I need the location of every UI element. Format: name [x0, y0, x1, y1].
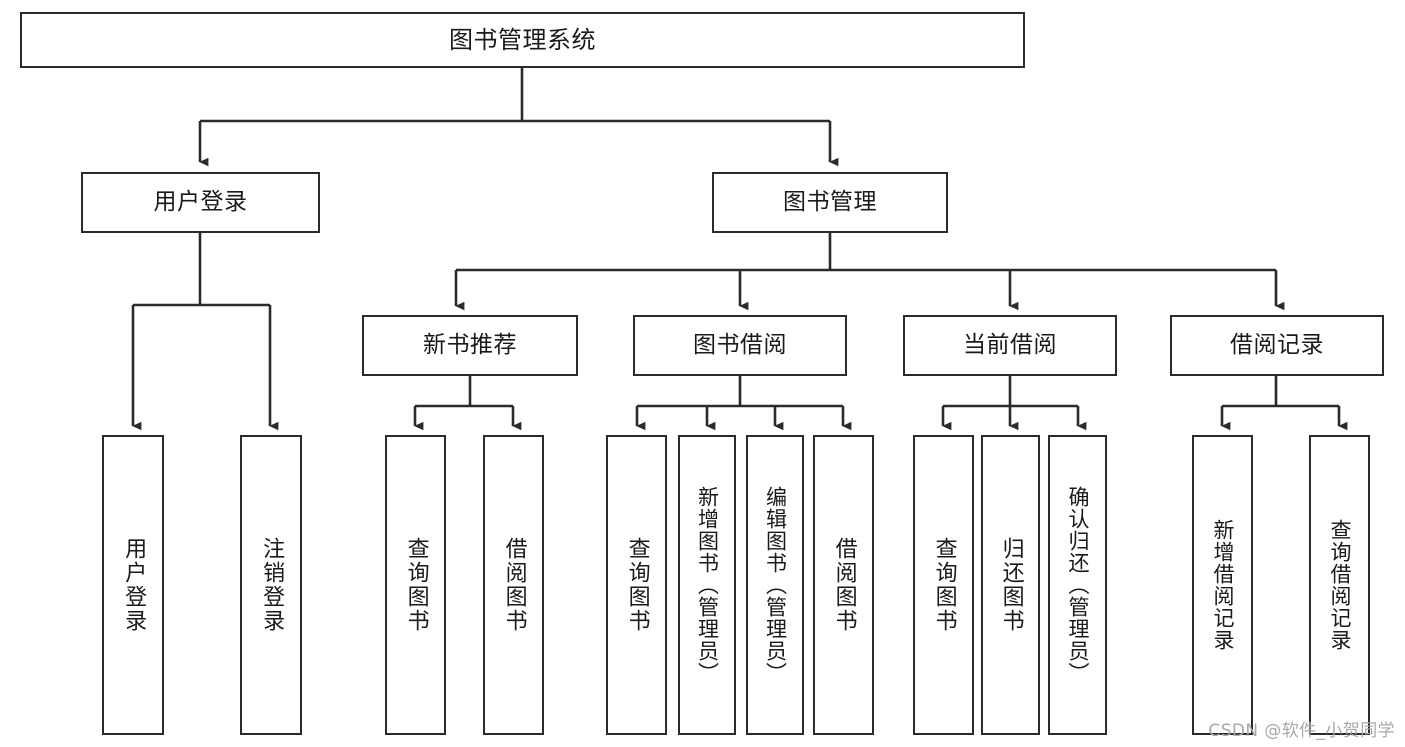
node-root-book-management-system[interactable]: 图书管理系统	[20, 12, 1025, 68]
node-label: 借阅图书	[831, 537, 857, 633]
node-book-borrowing[interactable]: 图书借阅	[633, 315, 847, 376]
node-label: 新书推荐	[423, 331, 517, 358]
node-label: 查询图书	[403, 537, 429, 633]
node-label: 用户登录	[121, 537, 147, 633]
node-label: 当前借阅	[963, 331, 1057, 358]
leaf-borrow-book-new[interactable]: 借阅图书	[483, 435, 544, 735]
leaf-confirm-return-admin[interactable]: 确认归还（管理员）	[1048, 435, 1107, 735]
leaf-logout[interactable]: 注销登录	[240, 435, 302, 735]
node-label: 查询借阅记录	[1327, 519, 1352, 651]
node-label: 新增图书（管理员）	[695, 486, 720, 684]
node-label: 查询图书	[624, 537, 650, 633]
node-label: 归还图书	[998, 537, 1024, 633]
node-current-borrowing[interactable]: 当前借阅	[903, 315, 1117, 376]
node-label: 确认归还（管理员）	[1065, 486, 1090, 684]
node-label: 借阅记录	[1230, 331, 1324, 358]
node-label: 用户登录	[153, 188, 248, 215]
node-label: 编辑图书（管理员）	[763, 486, 788, 684]
leaf-query-book-new[interactable]: 查询图书	[385, 435, 446, 735]
leaf-edit-book-admin[interactable]: 编辑图书（管理员）	[746, 435, 804, 735]
leaf-query-book-current[interactable]: 查询图书	[913, 435, 974, 735]
leaf-user-login[interactable]: 用户登录	[102, 435, 164, 735]
leaf-return-book[interactable]: 归还图书	[981, 435, 1040, 735]
node-label: 借阅图书	[501, 537, 527, 633]
node-label: 图书借阅	[693, 331, 787, 358]
node-label: 查询图书	[931, 537, 957, 633]
node-user-login[interactable]: 用户登录	[81, 172, 320, 233]
node-borrow-records[interactable]: 借阅记录	[1170, 315, 1384, 376]
node-label: 注销登录	[259, 537, 285, 633]
node-new-book-recommendation[interactable]: 新书推荐	[362, 315, 578, 376]
node-book-management[interactable]: 图书管理	[712, 172, 948, 233]
node-label: 图书管理系统	[449, 25, 596, 54]
leaf-query-borrow-record[interactable]: 查询借阅记录	[1309, 435, 1370, 735]
leaf-query-book-borrow[interactable]: 查询图书	[606, 435, 667, 735]
node-label: 图书管理	[783, 188, 877, 215]
leaf-add-book-admin[interactable]: 新增图书（管理员）	[678, 435, 736, 735]
leaf-borrow-book[interactable]: 借阅图书	[813, 435, 874, 735]
node-label: 新增借阅记录	[1210, 519, 1235, 651]
leaf-add-borrow-record[interactable]: 新增借阅记录	[1192, 435, 1253, 735]
watermark-text: CSDN @软件_小贺同学	[1208, 721, 1395, 741]
